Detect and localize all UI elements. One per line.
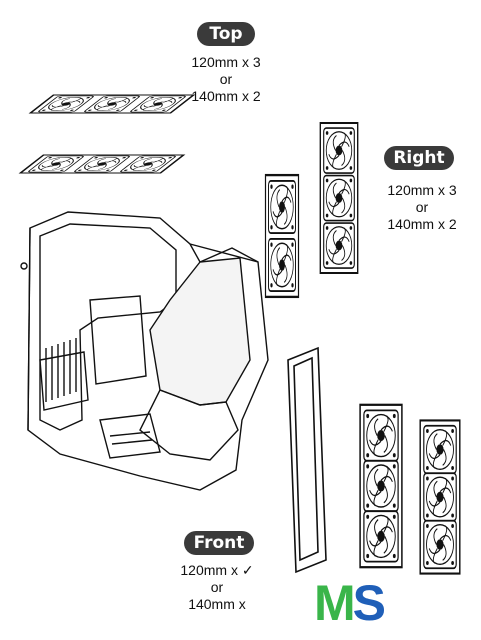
front-fan-stack-right <box>419 419 461 575</box>
front-spec-line3: 140mm x <box>188 596 246 612</box>
front-radiator-bracket <box>287 346 327 574</box>
right-fan-stack-tall <box>319 122 359 274</box>
front-spec: 120mm x ✓ or 140mm x <box>164 562 270 613</box>
right-spec-line1: 120mm x 3 <box>387 182 457 198</box>
top-fan-row-lower <box>18 154 186 174</box>
top-fan-row-upper <box>28 94 196 114</box>
top-spec-line2: or <box>219 71 233 87</box>
top-spec: 120mm x 3 or 140mm x 2 <box>170 54 282 105</box>
right-fan-stack-short <box>264 173 300 299</box>
logo-letter-s: S <box>352 575 386 631</box>
front-badge: Front <box>184 531 254 555</box>
top-spec-line3: 140mm x 2 <box>191 88 261 104</box>
right-spec-line3: 140mm x 2 <box>387 216 457 232</box>
pc-case-body <box>20 211 269 491</box>
top-spec-line1: 120mm x 3 <box>191 54 261 70</box>
front-spec-line1: 120mm x ✓ <box>180 562 254 578</box>
front-spec-line2: or <box>210 579 224 595</box>
front-fan-stack-left <box>359 403 403 569</box>
right-badge: Right <box>384 146 454 170</box>
right-spec: 120mm x 3 or 140mm x 2 <box>366 182 478 233</box>
top-badge: Top <box>197 22 255 46</box>
right-spec-line2: or <box>415 199 429 215</box>
ms-logo: MS <box>314 578 404 628</box>
logo-letter-m: M <box>314 575 356 631</box>
